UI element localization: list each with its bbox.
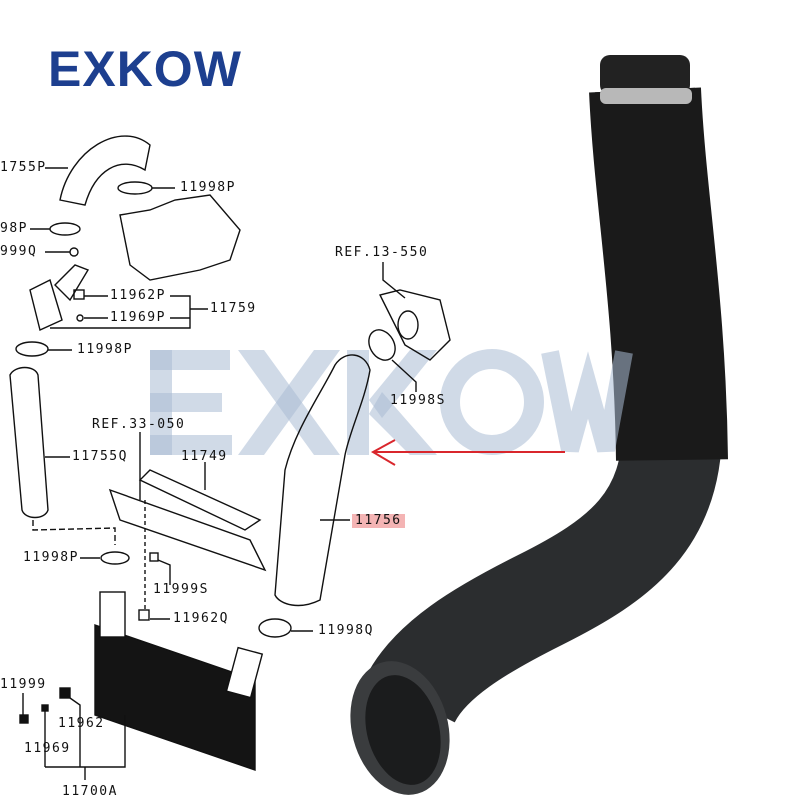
label-11998s: 11998S xyxy=(390,393,446,408)
watermark-letter-o xyxy=(440,349,544,455)
label-1755p: 1755P xyxy=(0,160,47,175)
label-11998p: 11998P xyxy=(23,550,79,565)
label-11755q: 11755Q xyxy=(72,449,128,464)
hose-clamp xyxy=(600,88,692,104)
label-ref-13-550: REF.13-550 xyxy=(335,245,429,260)
label-11700a: 11700A xyxy=(62,784,118,799)
label-11998p: 11998P xyxy=(77,342,133,357)
label-11759: 11759 xyxy=(210,301,257,316)
label-11962p: 11962P xyxy=(110,288,166,303)
label-11962: 11962 xyxy=(58,716,105,731)
label-11999s: 11999S xyxy=(153,582,209,597)
label-999q: 999Q xyxy=(0,244,38,259)
label-11969p: 11969P xyxy=(110,310,166,325)
watermark-letter-x xyxy=(238,350,340,455)
brand-logo: EXKOW xyxy=(48,41,242,97)
label-11749: 11749 xyxy=(181,449,228,464)
label-11999: 11999 xyxy=(0,677,47,692)
label-11969: 11969 xyxy=(24,741,71,756)
label-11998p: 11998P xyxy=(180,180,236,195)
label-ref-33-050: REF.33-050 xyxy=(92,417,186,432)
watermark-letter-e xyxy=(150,350,232,455)
label-11998q: 11998Q xyxy=(318,623,374,638)
label-11962q: 11962Q xyxy=(173,611,229,626)
label-98p: 98P xyxy=(0,221,28,236)
watermark-letter-w xyxy=(541,350,633,453)
label-11756-highlighted: 11756 xyxy=(352,514,405,528)
